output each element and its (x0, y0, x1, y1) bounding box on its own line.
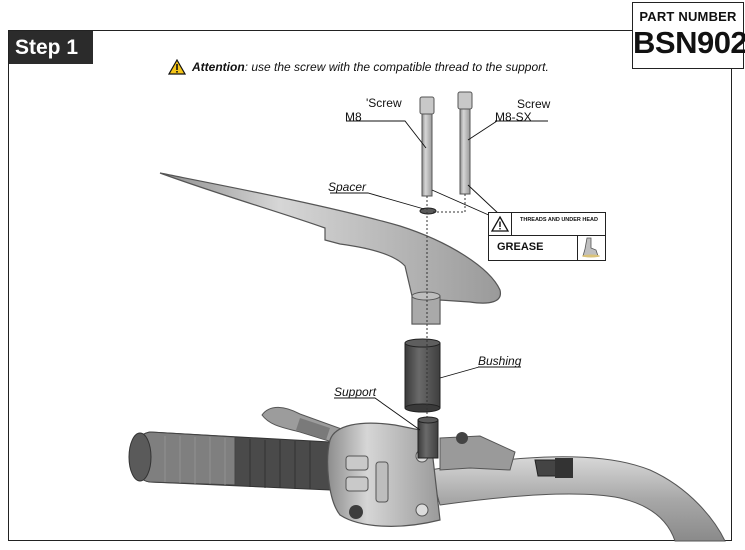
handlebar-tube (429, 456, 726, 542)
grease-warning-cell (489, 213, 512, 235)
grease-threads-text: THREADS AND UNDER HEAD (519, 217, 599, 223)
warning-triangle-icon (168, 59, 186, 75)
handlebar-grip (128, 431, 331, 491)
screw-left-size-label: M8 (345, 110, 362, 124)
screw-right-label: Screw (517, 97, 551, 111)
warning-triangle-icon (490, 215, 510, 232)
screw-m8-sx (457, 91, 473, 195)
grease-label: THREADS AND UNDER HEAD GREASE (488, 212, 606, 261)
part-number-box: PART NUMBER BSN902 (632, 2, 745, 69)
bushing-label: Bushing (478, 354, 522, 368)
attention-note: Attention: use the screw with the compat… (168, 59, 549, 75)
support-post (417, 416, 439, 459)
grease-hand-icon (582, 237, 600, 258)
attention-text: : use the screw with the compatible thre… (244, 60, 549, 74)
assembly-axis (426, 194, 466, 420)
part-number-label: PART NUMBER (639, 9, 737, 24)
screw-left-label: 'Screw (366, 96, 402, 110)
spacer-label: Spacer (328, 180, 367, 194)
lever-bracket (439, 432, 573, 478)
grease-hand-cell (577, 236, 605, 260)
attention-prefix: Attention (192, 60, 245, 74)
grease-label-header: THREADS AND UNDER HEAD (489, 213, 605, 236)
step-frame (8, 30, 732, 541)
bushing (404, 338, 441, 413)
screw-right-size-label: M8-SX (495, 110, 532, 124)
screw-m8 (419, 96, 435, 197)
spacer-washer (419, 207, 437, 215)
grease-text: GREASE (497, 241, 544, 253)
support-label: Support (334, 385, 377, 399)
switch-housing (327, 422, 441, 527)
step-tab: Step 1 (9, 31, 93, 64)
part-number-value: BSN902 (633, 25, 745, 60)
mirror-arm (159, 172, 501, 325)
